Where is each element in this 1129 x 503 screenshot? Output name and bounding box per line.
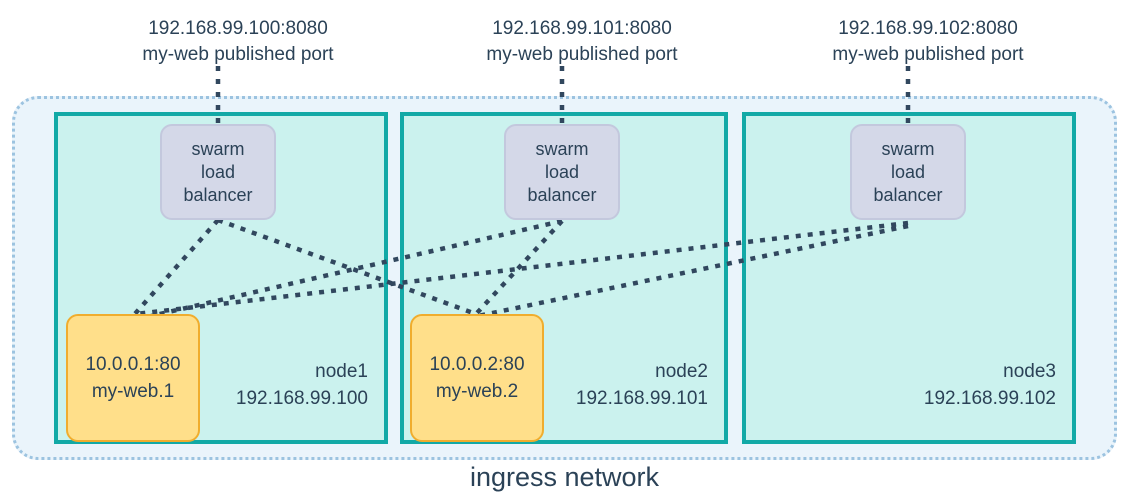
- lb-label-line2: load: [544, 161, 580, 182]
- node-name: node1: [315, 361, 368, 382]
- swarm-load-balancer-node1: swarm load balancer: [160, 124, 276, 220]
- lb-label-line3: balancer: [873, 184, 943, 205]
- swarm-load-balancer-node2: swarm load balancer: [504, 124, 620, 220]
- ingress-network-caption: ingress network: [469, 462, 660, 492]
- port-callout-node1: 192.168.99.100:8080 my-web published por…: [130, 16, 346, 68]
- node-footer-node2: node2 192.168.99.101: [576, 358, 708, 412]
- node-ip: 192.168.99.102: [923, 388, 1056, 409]
- lb-label-line1: swarm: [881, 138, 935, 159]
- port-callout-address: 192.168.99.102:8080: [838, 18, 1018, 39]
- port-callout-node3: 192.168.99.102:8080 my-web published por…: [820, 16, 1036, 68]
- node-ip: 192.168.99.101: [575, 388, 708, 409]
- node-footer-node3: node3 192.168.99.102: [924, 358, 1056, 412]
- port-callout-node2: 192.168.99.101:8080 my-web published por…: [474, 16, 690, 68]
- swarm-load-balancer-node3: swarm load balancer: [850, 124, 966, 220]
- lb-label-line3: balancer: [183, 184, 253, 205]
- task-address: 10.0.0.2:80: [429, 354, 525, 375]
- port-callout-address: 192.168.99.101:8080: [492, 18, 672, 39]
- node-name: node3: [1003, 361, 1056, 382]
- task-box-my-web-1: 10.0.0.1:80 my-web.1: [66, 314, 200, 442]
- port-callout-address: 192.168.99.100:8080: [148, 18, 328, 39]
- node-footer-node1: node1 192.168.99.100: [236, 358, 368, 412]
- lb-label-line2: load: [890, 161, 926, 182]
- lb-label-line1: swarm: [191, 138, 245, 159]
- task-name: my-web.1: [91, 381, 175, 402]
- lb-label-line3: balancer: [527, 184, 597, 205]
- task-name: my-web.2: [435, 381, 519, 402]
- node-ip: 192.168.99.100: [235, 388, 368, 409]
- task-address: 10.0.0.1:80: [85, 354, 181, 375]
- node-name: node2: [655, 361, 708, 382]
- port-callout-description: my-web published port: [486, 44, 678, 65]
- port-callout-description: my-web published port: [142, 44, 334, 65]
- lb-label-line2: load: [200, 161, 236, 182]
- port-callout-description: my-web published port: [832, 44, 1024, 65]
- task-box-my-web-2: 10.0.0.2:80 my-web.2: [410, 314, 544, 442]
- lb-label-line1: swarm: [535, 138, 589, 159]
